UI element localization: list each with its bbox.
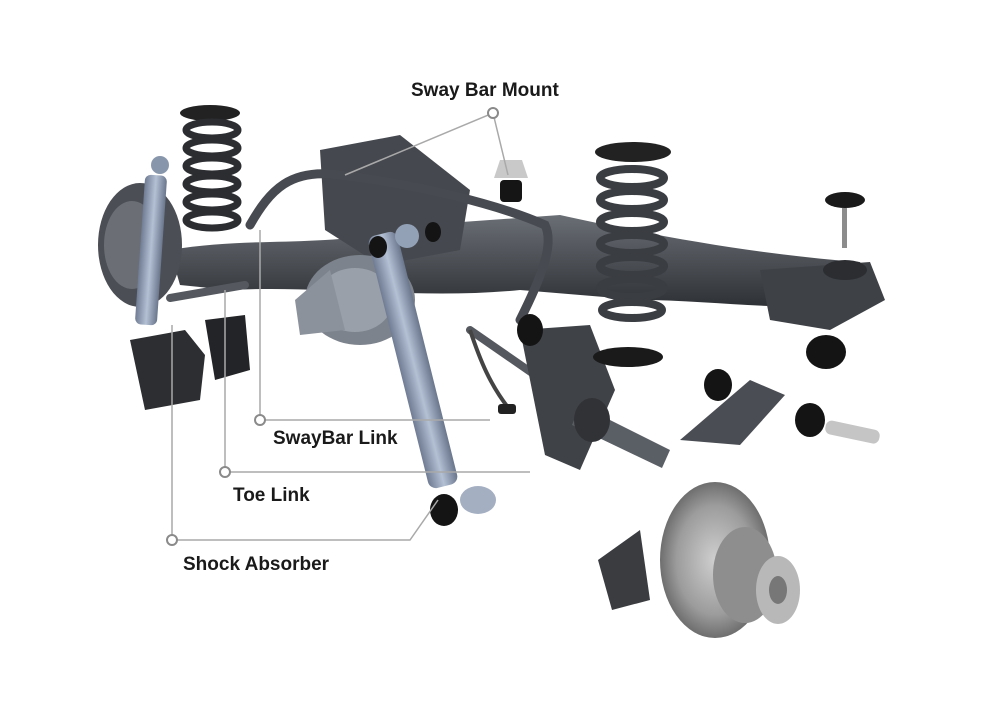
right-hub-rotor bbox=[598, 482, 800, 638]
loose-brackets bbox=[130, 315, 250, 410]
swaybar-link-dot bbox=[254, 414, 266, 426]
cv-axle bbox=[572, 398, 670, 468]
label-swaybar-link: SwayBar Link bbox=[273, 428, 398, 449]
right-coil-spring bbox=[595, 142, 671, 322]
bushing-sleeve bbox=[825, 420, 880, 444]
swaybar-link-part bbox=[468, 329, 516, 414]
leader-dots bbox=[166, 107, 499, 546]
sway-bar bbox=[245, 169, 553, 325]
bushings bbox=[369, 222, 846, 526]
shock-absorber-part bbox=[368, 224, 496, 514]
left-coil-spring bbox=[180, 105, 242, 232]
left-shock-absorber bbox=[135, 156, 169, 326]
shock-absorber-dot bbox=[166, 534, 178, 546]
label-sway-bar-mount: Sway Bar Mount bbox=[411, 80, 559, 101]
spring-pads bbox=[593, 192, 865, 367]
label-shock-absorber: Shock Absorber bbox=[183, 554, 330, 575]
toe-link-dot bbox=[219, 466, 231, 478]
label-toe-link: Toe Link bbox=[233, 485, 310, 506]
sway-bar-mount-dot bbox=[487, 107, 499, 119]
sway-bar-mount-part bbox=[494, 160, 528, 202]
